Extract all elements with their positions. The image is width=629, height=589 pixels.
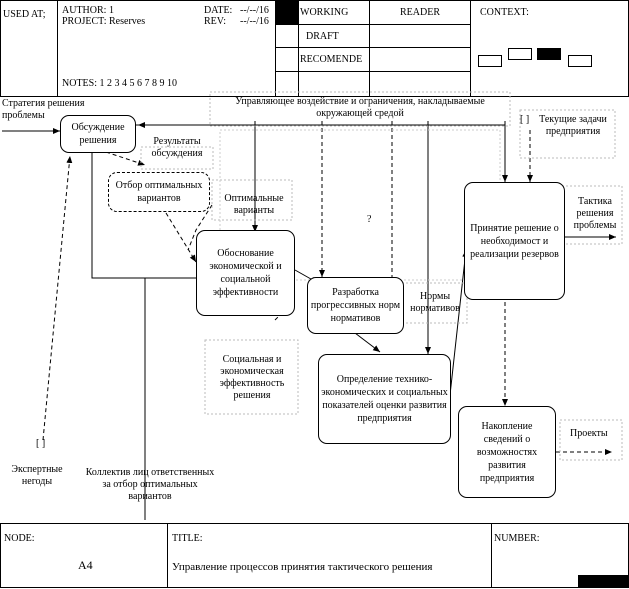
header-grid [0,0,629,97]
status-draft: DRAFT [306,31,339,42]
rev-value: --/--/16 [240,16,269,27]
label-experts: Экспертные негоды [11,464,63,487]
label-results: Результаты обсуждения [151,136,203,159]
label-current-tasks: Текущие задачи предприятия [539,114,607,137]
rev-label: REV: [204,16,227,27]
label-question: ? [367,214,372,225]
header-frame: USED AT; AUTHOR: 1 PROJECT: Reserves DAT… [0,0,629,97]
number-label: NUMBER: [494,533,540,544]
label-projects: Проекты [570,428,608,439]
label-tactics: Тактика решения проблемы [573,196,617,231]
box-justification[interactable]: Обоснование экономической и социальной э… [196,230,295,316]
project-label: PROJECT: Reserves [62,16,146,27]
label-strategy: Стратегия решения проблемы [2,98,85,121]
node-label: NODE: [4,533,35,544]
label-collective: Коллектив лиц ответственных за отбор опт… [85,467,215,502]
status-working: WORKING [300,7,349,18]
label-bracket-top: [ ] [520,114,530,125]
node-value: A4 [78,558,93,572]
box-norms-development[interactable]: Разработка прогрессивных норм нормативов [307,277,404,334]
label-bracket-bottom: [ ] [36,438,46,449]
notes-label: NOTES: 1 2 3 4 5 6 7 8 9 10 [62,78,177,89]
date-value: --/--/16 [240,5,269,16]
reader-label: READER [400,7,440,18]
title-value: Управление процессов принятия тактическо… [172,561,433,573]
title-label: TITLE: [172,533,203,544]
context-label: CONTEXT: [480,7,529,18]
box-accumulation[interactable]: Накопление сведений о возможностях разви… [458,406,556,498]
box-indicators[interactable]: Определение технико-экономических и соци… [318,354,451,444]
date-label: DATE: [204,5,233,16]
author-label: AUTHOR: 1 [62,5,114,16]
box-discussion[interactable]: Обсуждение решения [60,115,136,153]
label-social: Социальная и экономическая эффективность… [219,354,285,401]
status-recommended: RECOMENDE [300,54,363,65]
label-norms: Нормы нормативов [410,291,460,314]
label-control: Управляющее воздействие и ограничения, н… [235,96,485,119]
box-selection[interactable]: Отбор оптимальных вариантов [108,172,210,212]
used-at-label: USED AT; [3,9,46,20]
label-optimal: Оптимальные варианты [224,193,284,216]
footer-frame: NODE: A4 TITLE: Управление процессов при… [0,523,629,589]
box-decision[interactable]: Принятие решение о необходимост и реализ… [464,182,565,300]
